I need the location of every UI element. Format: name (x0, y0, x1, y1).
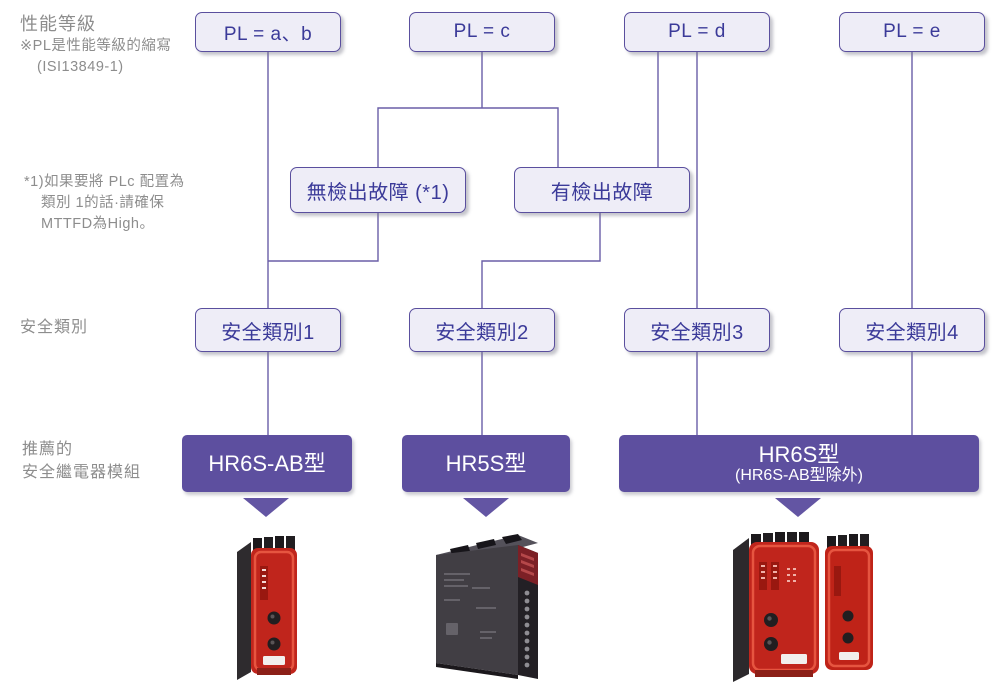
recommended-row-label-1: 推薦的 (22, 441, 74, 458)
arrow-down-icon (463, 498, 509, 517)
footnote-line-3: MTTFD為High。 (41, 216, 155, 232)
arrow-down-icon (243, 498, 289, 517)
category-node-2: 安全類別2 (409, 308, 555, 352)
performance-level-note: ※PL是性能等級的縮寫 (20, 38, 172, 54)
product-box-hr5s: HR5S型 (402, 435, 570, 492)
safety-category-row-label: 安全類別 (20, 319, 89, 336)
fault-node-detected: 有檢出故障 (514, 167, 690, 213)
product-box-hr6s-ab: HR6S-AB型 (182, 435, 352, 492)
product-title: HR6S型 (758, 441, 840, 467)
pl-node-d: PL = d (624, 12, 770, 52)
product-subtitle: (HR6S-AB型除外) (734, 466, 863, 484)
arrow-down-icon (775, 498, 821, 517)
category-node-3: 安全類別3 (624, 308, 770, 352)
footnote-line-1: *1)如果要將 PLc 配置為 (24, 174, 185, 190)
product-title: HR6S-AB型 (208, 450, 326, 476)
category-node-1: 安全類別1 (195, 308, 341, 352)
pl-node-a-b: PL = a、b (195, 12, 341, 52)
hr5s-module-photo (436, 534, 538, 679)
recommended-row-label-2: 安全繼電器模組 (22, 464, 142, 481)
pl-node-e: PL = e (839, 12, 985, 52)
footnote-line-2: 類別 1的話·請確保 (41, 195, 165, 211)
performance-level-title: 性能等級 (20, 14, 96, 34)
performance-level-standard: (ISI13849-1) (37, 59, 124, 75)
pl-node-c: PL = c (409, 12, 555, 52)
category-node-4: 安全類別4 (839, 308, 985, 352)
hr6s-modules-photo (733, 532, 873, 682)
product-box-hr6s: HR6S型 (HR6S-AB型除外) (619, 435, 979, 492)
product-title: HR5S型 (445, 450, 527, 476)
hr6s-ab-module-photo (237, 536, 297, 680)
fault-node-undetected: 無檢出故障 (*1) (290, 167, 466, 213)
